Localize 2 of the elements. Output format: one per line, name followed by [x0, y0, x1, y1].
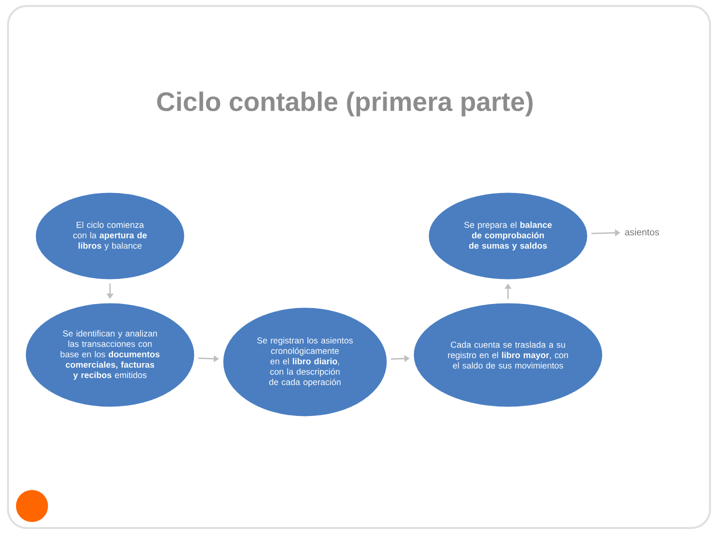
slide-title: Ciclo contable (primera parte) — [157, 92, 533, 116]
side-label: asientos — [625, 228, 660, 236]
